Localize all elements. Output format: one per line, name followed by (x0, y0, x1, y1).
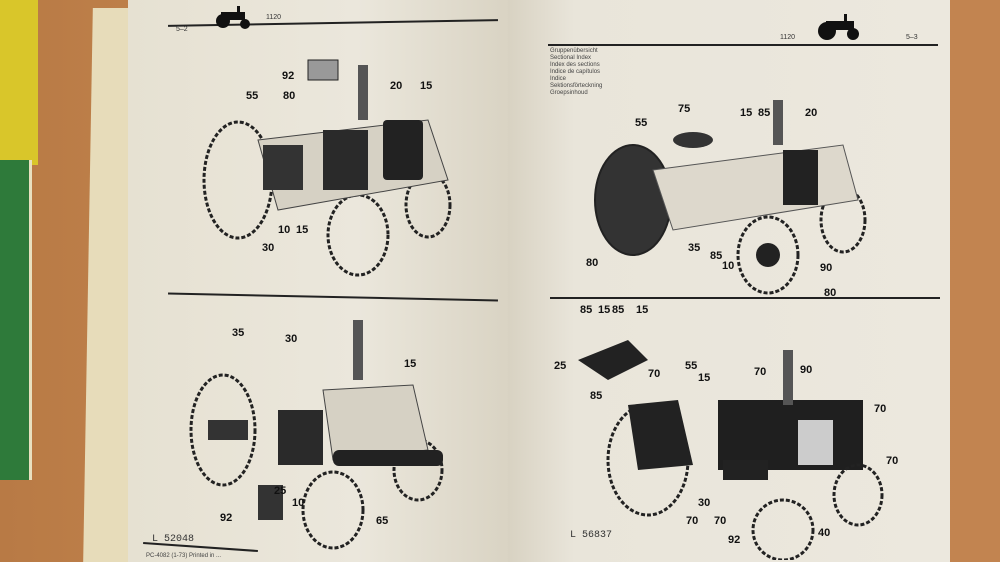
header-rule (548, 44, 938, 46)
callout-85: 85 (580, 304, 593, 316)
callout-70e: 70 (686, 515, 699, 527)
callout-35: 35 (232, 327, 245, 339)
tractor-illustration-bottom (189, 320, 444, 550)
right-page: 1120 5–3 Gruppenübersicht Sectional Inde… (508, 0, 950, 562)
callout-80: 80 (283, 90, 296, 102)
callout-30: 30 (698, 497, 711, 509)
callout-10: 10 (722, 260, 735, 272)
adjacent-book-yellow-cover (0, 0, 38, 165)
callout-35: 35 (688, 242, 701, 254)
callout-15: 15 (598, 304, 611, 316)
callout-15c: 15 (698, 372, 711, 384)
callout-90: 90 (800, 364, 813, 376)
page-number: 5–2 (176, 26, 188, 33)
callout-20: 20 (390, 80, 403, 92)
callout-70b: 70 (754, 366, 767, 378)
callout-25: 25 (554, 360, 567, 372)
callout-15: 15 (404, 358, 417, 370)
callout-15b: 15 (296, 224, 309, 236)
left-page: 5–2 1120 92 55 80 20 15 30 10 15 35 30 1… (128, 0, 510, 562)
callout-15: 15 (740, 107, 753, 119)
callout-75: 75 (678, 103, 691, 115)
index-title: Sektionsförteckning (550, 83, 603, 89)
figure-code: L 52048 (152, 534, 195, 545)
callout-70f: 70 (714, 515, 727, 527)
index-title: Gruppenübersicht (550, 48, 598, 54)
callout-70d: 70 (886, 455, 899, 467)
callout-55: 55 (685, 360, 698, 372)
callout-20: 20 (805, 107, 818, 119)
callout-70c: 70 (874, 403, 887, 415)
callout-55: 55 (635, 117, 648, 129)
model-number: 1120 (780, 34, 796, 41)
callout-15b: 15 (636, 304, 649, 316)
index-title: Indice de capítulos (550, 69, 601, 75)
page-number: 5–3 (906, 34, 918, 41)
callout-85c: 85 (590, 390, 603, 402)
callout-55: 55 (246, 90, 259, 102)
index-title: Index des sections (550, 62, 600, 68)
callout-25: 25 (274, 485, 287, 497)
section-divider (550, 297, 940, 299)
callout-30: 30 (285, 333, 298, 345)
section-index-titles: Gruppenübersicht Sectional Index Index d… (550, 48, 602, 97)
callout-92: 92 (728, 534, 741, 546)
callout-15: 15 (420, 80, 433, 92)
index-title: Indice (550, 76, 567, 82)
adjacent-book-green-cover (0, 160, 32, 480)
section-divider (168, 292, 498, 302)
index-title: Groepsinhoud (550, 90, 588, 96)
callout-85b: 85 (612, 304, 625, 316)
callout-30: 30 (262, 242, 275, 254)
tractor-illustration-top (594, 100, 867, 295)
tractor-logo-icon (818, 14, 859, 40)
callout-85: 85 (758, 107, 771, 119)
callout-85b: 85 (710, 250, 723, 262)
tractor-illustration-top (202, 59, 452, 277)
callout-80: 80 (586, 257, 599, 269)
callout-40: 40 (818, 527, 831, 539)
callout-10: 10 (292, 497, 305, 509)
callout-92: 92 (282, 70, 295, 82)
callout-70: 70 (648, 368, 661, 380)
index-title: Sectional Index (550, 55, 592, 61)
callout-92: 92 (220, 512, 233, 524)
callout-90: 90 (820, 262, 833, 274)
callout-65: 65 (376, 515, 389, 527)
callout-10: 10 (278, 224, 291, 236)
model-number: 1120 (266, 14, 282, 21)
callout-80b: 80 (824, 287, 837, 299)
figure-code: L 56837 (570, 530, 613, 541)
tractor-logo-icon (216, 6, 250, 29)
tractor-illustration-bottom (578, 340, 884, 560)
footer-text: PC-4082 (1-73) Printed in ... (146, 553, 222, 559)
